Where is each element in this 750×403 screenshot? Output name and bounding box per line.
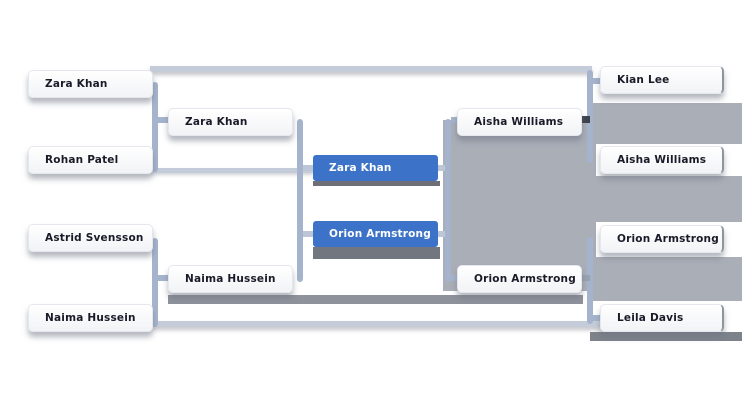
player-name: Rohan Patel: [45, 154, 119, 166]
stub-final-top-left: [303, 165, 313, 171]
round1-right-box-aisha-williams[interactable]: Aisha Williams: [600, 146, 724, 174]
dash-aisha-semifinal: [582, 116, 590, 123]
round2-right-box-aisha-williams[interactable]: Aisha Williams: [457, 108, 582, 136]
player-name: Kian Lee: [617, 74, 670, 86]
backdrop-panel-right-middle: [596, 176, 742, 222]
stub-right-semifinal-top: [451, 117, 457, 123]
player-name: Zara Khan: [45, 78, 108, 90]
backdrop-panel-right-top: [593, 103, 742, 144]
round1-right-box-leila-davis[interactable]: Leila Davis: [600, 304, 724, 332]
shadow-band-leila: [590, 332, 742, 341]
round2-left-box-naima-hussein[interactable]: Naima Hussein: [168, 265, 293, 293]
finalist-name: Zara Khan: [329, 162, 392, 174]
backdrop-panel-center-right: [443, 120, 596, 291]
player-name: Naima Hussein: [45, 312, 136, 324]
rail-left-pair2: [152, 238, 158, 327]
stub-final-top-right: [438, 165, 445, 171]
finalist-name: Orion Armstrong: [329, 228, 431, 240]
stub-right-semifinal-bottom: [451, 275, 457, 281]
round2-left-box-zara-khan[interactable]: Zara Khan: [168, 108, 293, 136]
round2-right-box-orion-armstrong[interactable]: Orion Armstrong: [457, 265, 582, 293]
player-name: Aisha Williams: [474, 116, 564, 128]
rail-right-pair2: [587, 237, 593, 324]
player-name: Astrid Svensson: [45, 232, 144, 244]
stub-kian: [592, 78, 600, 84]
rail-right-pair1: [587, 70, 593, 163]
player-name: Zara Khan: [185, 116, 248, 128]
connector-bottom-line: [150, 321, 602, 327]
player-name: Naima Hussein: [185, 273, 276, 285]
stub-final-bottom-left: [303, 231, 313, 237]
shadow-band-final-top: [313, 181, 440, 186]
final-box-orion-armstrong[interactable]: Orion Armstrong: [313, 221, 438, 247]
connector-top-line: [150, 66, 592, 72]
round1-right-box-orion-armstrong[interactable]: Orion Armstrong: [600, 225, 724, 253]
player-name: Orion Armstrong: [617, 233, 719, 245]
player-name: Orion Armstrong: [474, 273, 576, 285]
player-name: Leila Davis: [617, 312, 684, 324]
round1-left-box-astrid-svensson[interactable]: Astrid Svensson: [28, 224, 153, 252]
connector-mid-left-line: [150, 168, 313, 173]
player-name: Aisha Williams: [617, 154, 707, 166]
stub-left-semifinal-top: [156, 117, 168, 123]
backdrop-panel-right-bottom: [593, 257, 742, 301]
stub-leila: [592, 315, 600, 321]
round1-right-box-kian-lee[interactable]: Kian Lee: [600, 66, 724, 94]
round1-left-box-rohan-patel[interactable]: Rohan Patel: [28, 146, 153, 174]
round1-left-box-naima-hussein[interactable]: Naima Hussein: [28, 304, 153, 332]
rail-center-left: [297, 119, 303, 282]
rail-center-right: [445, 119, 451, 282]
rail-left-pair1: [152, 82, 158, 172]
round1-left-box-zara-khan[interactable]: Zara Khan: [28, 70, 153, 98]
stub-left-semifinal-bottom: [156, 275, 168, 281]
stub-final-bottom-right: [438, 231, 445, 237]
shadow-band-final-bottom: [313, 247, 440, 259]
shadow-band-center-bottom: [168, 295, 583, 304]
dash-orion-semifinal: [582, 275, 590, 281]
final-box-zara-khan[interactable]: Zara Khan: [313, 155, 438, 181]
